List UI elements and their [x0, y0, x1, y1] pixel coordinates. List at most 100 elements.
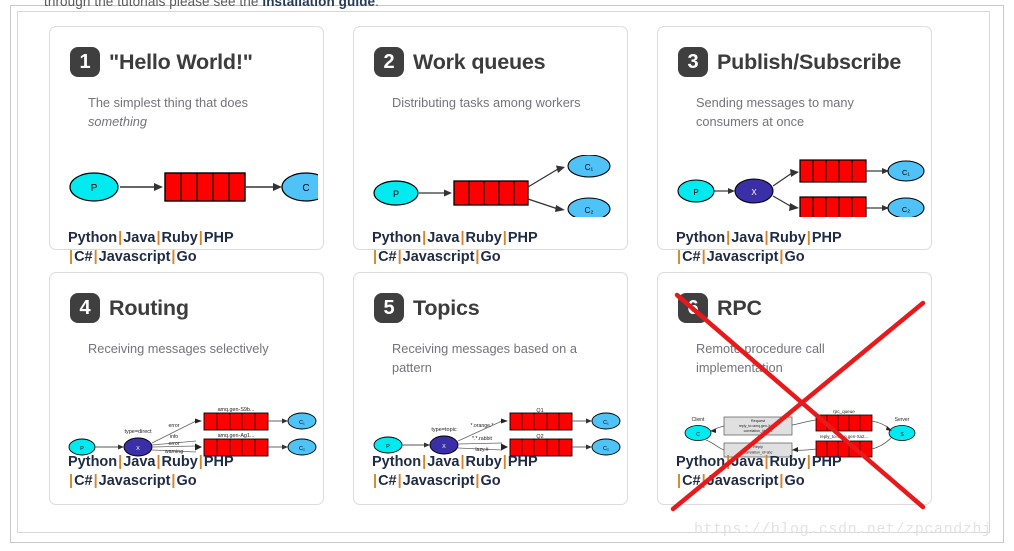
client-label: Client [692, 417, 705, 423]
consumer-1-label: C₁ [585, 163, 594, 172]
card-description: Receiving messages based on a pattern [392, 341, 577, 375]
separator: | [806, 230, 811, 246]
diagram-routing: P X type=direct error info error warning [68, 385, 317, 463]
lang-link-ruby[interactable]: Ruby [769, 230, 806, 246]
lang-link-javascript[interactable]: Javascript [402, 248, 475, 265]
lang-link-javascript[interactable]: Javascript [98, 472, 171, 489]
card-number-badge: 4 [70, 293, 100, 323]
lang-link-javascript[interactable]: Javascript [98, 248, 171, 265]
separator: | [397, 472, 402, 489]
lang-link-ruby[interactable]: Ruby [465, 454, 502, 470]
truncated-intro-text: through the tutorials please see the ins… [44, 0, 644, 9]
lang-link-python[interactable]: Python [68, 230, 118, 246]
consumer-node-1 [567, 155, 611, 178]
tutorial-card-topics[interactable]: 5 Topics Receiving messages based on a p… [353, 272, 628, 505]
consumer-1-label: C₁ [603, 420, 609, 426]
lang-link-csharp[interactable]: C# [682, 472, 701, 489]
separator: | [475, 472, 480, 489]
lang-link-python[interactable]: Python [676, 230, 726, 246]
separator: | [779, 248, 784, 265]
separator: | [460, 454, 465, 470]
lang-link-php[interactable]: PHP [507, 230, 538, 246]
lang-link-java[interactable]: Java [123, 454, 156, 470]
lang-link-javascript[interactable]: Javascript [706, 472, 779, 489]
separator: | [502, 454, 507, 470]
lang-link-csharp[interactable]: C# [74, 472, 93, 489]
lang-link-ruby[interactable]: Ruby [161, 454, 198, 470]
queue-node-2 [203, 438, 269, 457]
tutorial-card-work-queues[interactable]: 2 Work queues Distributing tasks among w… [353, 26, 628, 265]
binding-lazy: lazy.# [475, 447, 488, 453]
lang-link-python[interactable]: Python [68, 454, 118, 470]
card-description: Remote procedure call implementation [696, 341, 825, 375]
lang-link-php[interactable]: PHP [811, 454, 842, 470]
lang-link-go[interactable]: Go [176, 472, 197, 489]
lang-link-ruby[interactable]: Ruby [161, 230, 198, 246]
exchange-label: X [136, 446, 140, 452]
card-description: Receiving messages selectively [88, 341, 269, 356]
reply-title: Reply [753, 445, 763, 449]
lang-link-csharp[interactable]: C# [378, 248, 397, 265]
request-box: Request reply_to=amq.gen-Xa2... correlat… [723, 416, 793, 436]
producer-node [373, 180, 419, 206]
queue-node-2 [799, 196, 867, 217]
separator: | [156, 454, 161, 470]
rpc-queue-label: rpc_queue [833, 409, 855, 414]
lang-link-javascript[interactable]: Javascript [706, 248, 779, 265]
lang-link-python[interactable]: Python [372, 454, 422, 470]
card-description: Sending messages to many consumers at on… [696, 95, 854, 129]
lang-link-php[interactable]: PHP [203, 454, 234, 470]
lang-link-go[interactable]: Go [176, 248, 197, 265]
card-header: 5 Topics [374, 293, 609, 323]
card-header: 2 Work queues [374, 47, 609, 77]
lang-link-csharp[interactable]: C# [682, 248, 701, 265]
separator: | [502, 230, 507, 246]
request-title: Request [751, 419, 766, 423]
separator: | [93, 472, 98, 489]
tutorial-card-rpc[interactable]: 6 RPC Remote procedure call implementati… [657, 272, 932, 505]
lang-link-go[interactable]: Go [480, 248, 501, 265]
producer-label: P [80, 446, 84, 452]
producer-label: P [386, 444, 390, 450]
request-reply-to: reply_to=amq.gen-Xa2... [739, 424, 777, 428]
language-links: Python|Java|Ruby|PHP |C#|Javascript|Go [68, 229, 311, 267]
diagram-hello-world: P C [68, 159, 318, 221]
card-header: 3 Publish/Subscribe [678, 47, 913, 77]
separator: | [422, 230, 427, 246]
tutorial-card-hello-world[interactable]: 1 "Hello World!" The simplest thing that… [49, 26, 324, 265]
lang-link-go[interactable]: Go [480, 472, 501, 489]
lang-link-java[interactable]: Java [123, 230, 156, 246]
lang-link-ruby[interactable]: Ruby [769, 454, 806, 470]
lang-link-python[interactable]: Python [676, 454, 726, 470]
producer-label: P [91, 183, 98, 194]
tutorial-card-routing[interactable]: 4 Routing Receiving messages selectively… [49, 272, 324, 505]
lang-link-java[interactable]: Java [427, 454, 460, 470]
lang-link-csharp[interactable]: C# [378, 472, 397, 489]
lang-link-php[interactable]: PHP [203, 230, 234, 246]
lang-link-ruby[interactable]: Ruby [465, 230, 502, 246]
lang-link-php[interactable]: PHP [507, 454, 538, 470]
lang-link-csharp[interactable]: C# [74, 248, 93, 265]
producer-label: P [693, 188, 698, 197]
installation-guide-link[interactable]: installation guide [262, 0, 376, 9]
binding-info: info [170, 434, 178, 440]
lang-link-javascript[interactable]: Javascript [402, 472, 475, 489]
separator: | [422, 454, 427, 470]
queue-node-1 [799, 159, 867, 183]
lang-link-go[interactable]: Go [784, 248, 805, 265]
lang-link-php[interactable]: PHP [811, 230, 842, 246]
lang-link-python[interactable]: Python [372, 230, 422, 246]
separator: | [156, 230, 161, 246]
lang-link-java[interactable]: Java [731, 454, 764, 470]
queue-2-name: amq.gen-Ag1... [218, 433, 255, 439]
consumer-2-label: C₂ [902, 205, 910, 214]
lang-link-go[interactable]: Go [784, 472, 805, 489]
lang-link-java[interactable]: Java [731, 230, 764, 246]
tutorial-card-publish-subscribe[interactable]: 3 Publish/Subscribe Sending messages to … [657, 26, 932, 265]
lang-link-java[interactable]: Java [427, 230, 460, 246]
queue-1-name: Q1 [536, 408, 543, 414]
separator: | [764, 230, 769, 246]
consumer-1-label: C₁ [902, 168, 910, 177]
separator: | [118, 230, 123, 246]
